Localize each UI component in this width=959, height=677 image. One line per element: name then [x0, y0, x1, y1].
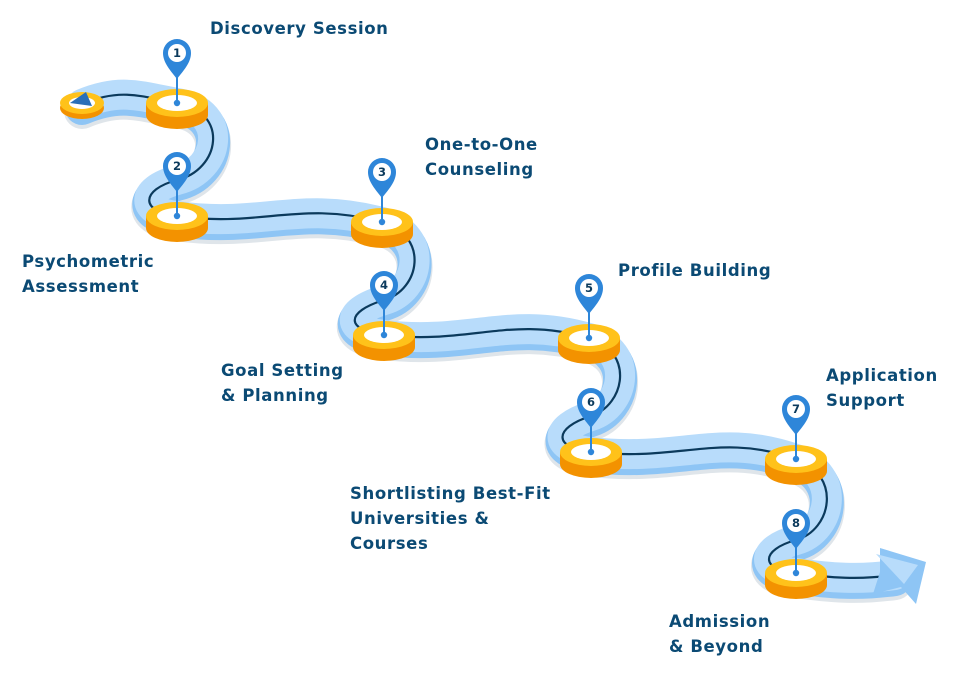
road-centerline: [80, 93, 897, 579]
step-label-5-line-1: Profile Building: [618, 261, 772, 280]
start-triangle-icon: [70, 92, 92, 106]
pin-5: 5: [575, 274, 603, 342]
pin-number-4: 4: [380, 278, 388, 292]
step-label-7-line-2: Support: [826, 391, 905, 410]
pin-badge: [582, 393, 600, 411]
step-label-6-line-3: Courses: [350, 534, 429, 553]
step-label-2-line-1: Psychometric: [22, 252, 155, 271]
milestone-pins: 1 2 3 4 5 6 7 8: [163, 39, 810, 577]
pin-badge: [787, 400, 805, 418]
step-label-6-line-2: Universities &: [350, 509, 490, 528]
pin-1: 1: [163, 39, 191, 107]
step-label-2-line-2: Assessment: [22, 277, 140, 296]
step-label-4-line-2: & Planning: [221, 386, 329, 405]
step-label-8-line-2: & Beyond: [669, 637, 764, 656]
step-label-8: Admission & Beyond: [669, 609, 770, 659]
pin-dot: [378, 218, 386, 226]
step-label-6-line-1: Shortlisting Best-Fit: [350, 484, 551, 503]
step-label-2: Psychometric Assessment: [22, 249, 154, 299]
pin-dot: [173, 99, 181, 107]
step-label-8-line-1: Admission: [669, 612, 771, 631]
pin-number-7: 7: [792, 402, 800, 416]
step-label-1-line-1: Discovery Session: [210, 19, 389, 38]
pin-dot: [792, 455, 800, 463]
pin-number-1: 1: [173, 46, 181, 60]
pin-number-8: 8: [792, 516, 800, 530]
pin-number-5: 5: [585, 281, 593, 295]
pin-4: 4: [370, 271, 398, 339]
pin-dot: [380, 331, 388, 339]
pin-7: 7: [782, 395, 810, 463]
step-label-6: Shortlisting Best-Fit Universities & Cou…: [350, 481, 551, 556]
step-label-3-line-1: One-to-One: [425, 135, 538, 154]
pin-dot: [587, 448, 595, 456]
pin-dot: [173, 212, 181, 220]
pin-badge: [168, 44, 186, 62]
step-label-7-line-1: Application: [826, 366, 938, 385]
step-label-4: Goal Setting & Planning: [221, 358, 344, 408]
pin-number-2: 2: [173, 159, 181, 173]
pin-badge: [787, 514, 805, 532]
pin-6: 6: [577, 388, 605, 456]
pin-8: 8: [782, 509, 810, 577]
milestone-ring-8: [765, 559, 827, 599]
pin-2: 2: [163, 152, 191, 220]
winding-road: [64, 79, 926, 604]
step-label-4-line-1: Goal Setting: [221, 361, 344, 380]
milestone-ring-4: [353, 321, 415, 361]
pin-badge: [373, 163, 391, 181]
pin-number-6: 6: [587, 395, 595, 409]
step-label-5: Profile Building: [618, 258, 771, 283]
step-label-7: Application Support: [826, 363, 938, 413]
step-label-3: One-to-One Counseling: [425, 132, 538, 182]
pin-number-3: 3: [378, 165, 386, 179]
step-label-1: Discovery Session: [210, 16, 389, 41]
pin-dot: [792, 569, 800, 577]
arrow-highlight: [876, 554, 918, 584]
pin-3: 3: [368, 158, 396, 226]
pin-badge: [375, 276, 393, 294]
pin-dot: [585, 334, 593, 342]
pin-badge: [168, 157, 186, 175]
step-label-3-line-2: Counseling: [425, 160, 534, 179]
pin-badge: [580, 279, 598, 297]
